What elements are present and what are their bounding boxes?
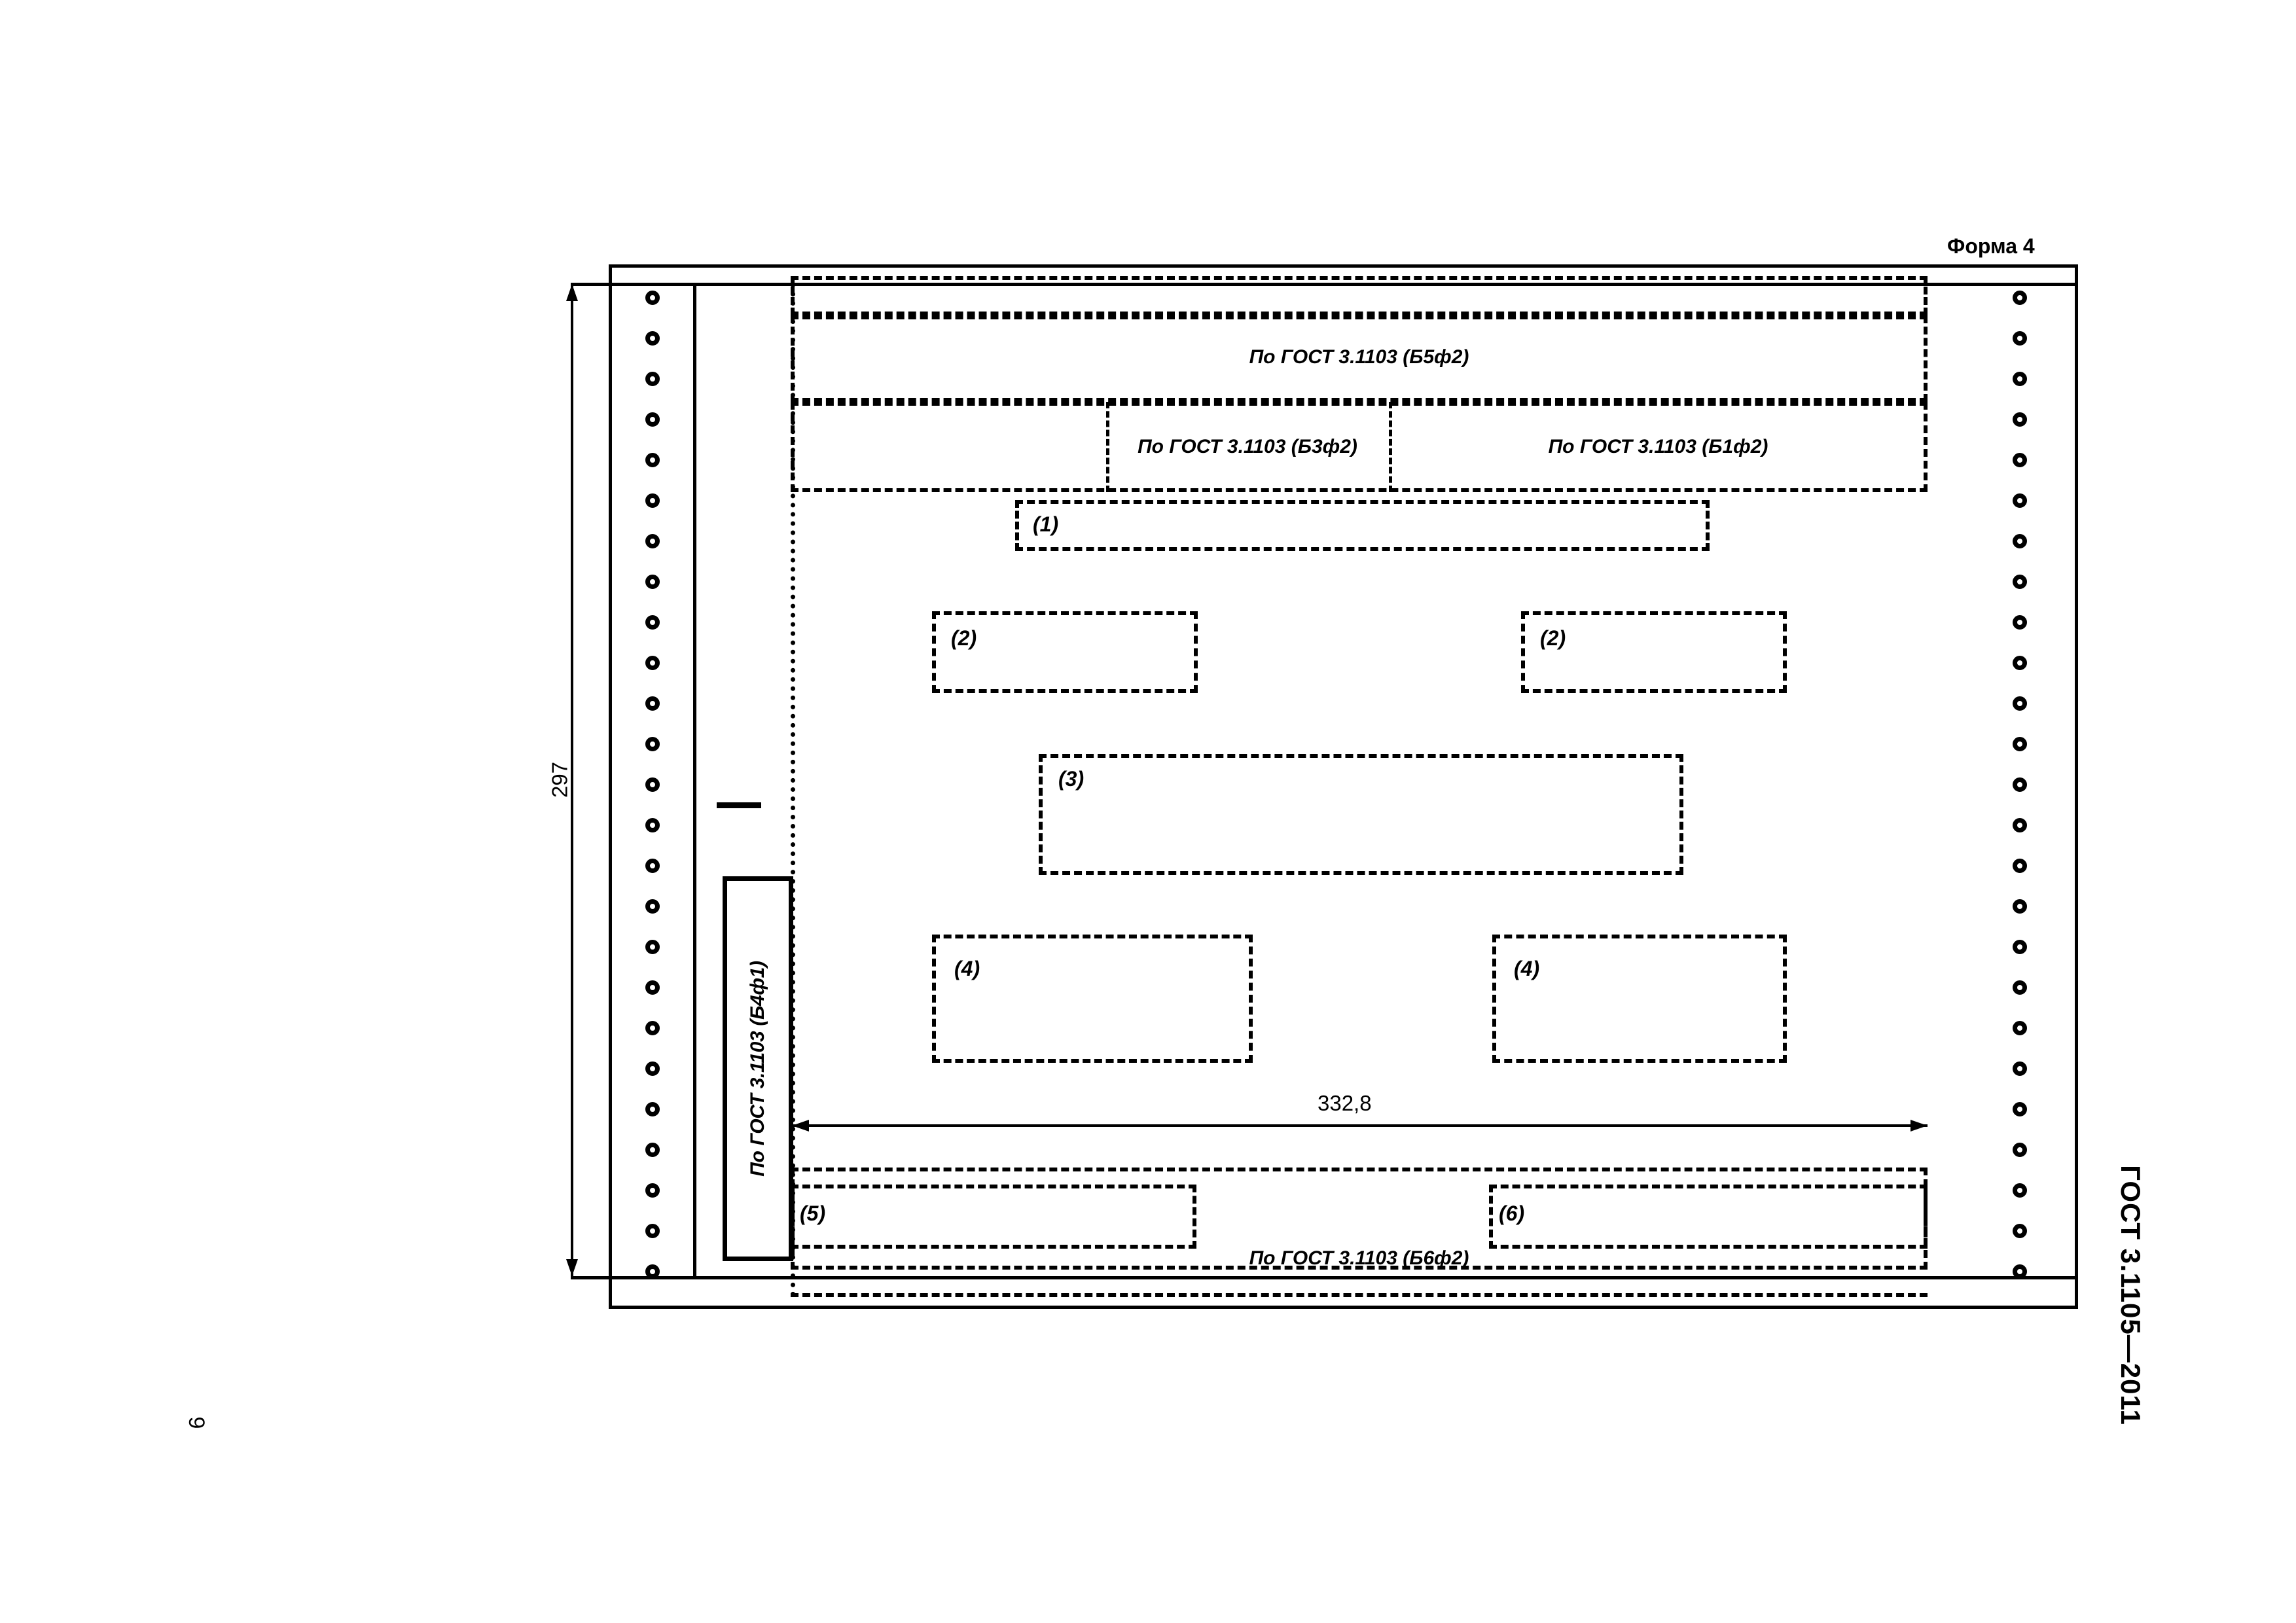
- outer-frame-bottom: [609, 1306, 2078, 1309]
- block-row-b3f2-b1f2: [791, 402, 1928, 492]
- field-1-label: (1): [1033, 512, 1059, 536]
- outer-frame-top: [609, 264, 2078, 268]
- block-b3f2-label: По ГОСТ 3.1103 (Б3ф2): [1138, 436, 1357, 457]
- form-title: Форма 4: [1947, 234, 2035, 258]
- block-b3f2-right-divider: [1389, 402, 1392, 492]
- field-6-box[interactable]: [1489, 1185, 1928, 1249]
- block-b4f1[interactable]: [723, 876, 793, 1261]
- block-b6f2-bottom-rule: [791, 1293, 1928, 1297]
- field-5-label: (5): [800, 1202, 826, 1225]
- field-4a-box[interactable]: [932, 935, 1253, 1063]
- field-5-box[interactable]: [791, 1185, 1196, 1249]
- center-tick-mark: [717, 802, 761, 808]
- dimension-297-line: [571, 283, 573, 1276]
- block-b3f2-left-divider: [1106, 402, 1109, 492]
- dimension-297-arrow-top: [566, 284, 578, 301]
- field-4a-label: (4): [954, 957, 980, 980]
- sheet-top-rule: [571, 283, 2078, 286]
- field-6-label: (6): [1499, 1202, 1525, 1225]
- field-3-box[interactable]: [1039, 754, 1683, 875]
- feed-strip-divider: [693, 283, 696, 1276]
- dimension-3328-text: 332,8: [1318, 1091, 1372, 1115]
- field-3-label: (3): [1058, 767, 1085, 791]
- field-2b-box[interactable]: [1521, 611, 1787, 693]
- outer-frame-right: [2075, 264, 2078, 1309]
- standard-designation: ГОСТ 3.1105—2011: [2115, 1165, 2146, 1425]
- dimension-297-arrow-bottom: [566, 1259, 578, 1276]
- dimension-3328-arrow-right: [1910, 1120, 1928, 1132]
- dimension-297-text: 297: [547, 761, 572, 798]
- field-2b-label: (2): [1540, 626, 1566, 650]
- block-b6f2-label: По ГОСТ 3.1103 (Б6ф2): [1249, 1247, 1469, 1269]
- block-b5f2[interactable]: [791, 315, 1928, 402]
- page-number: 9: [184, 1416, 209, 1429]
- field-2a-label: (2): [951, 626, 977, 650]
- outer-frame-left: [609, 264, 612, 1309]
- page-left-dotted-rule: [791, 283, 795, 1297]
- field-4b-box[interactable]: [1492, 935, 1787, 1063]
- block-b4f1-label: По ГОСТ 3.1103 (Б4ф1): [747, 961, 768, 1177]
- dimension-3328-line: [791, 1124, 1928, 1127]
- sheet-bottom-rule: [571, 1276, 2078, 1279]
- block-b1f2-label: По ГОСТ 3.1103 (Б1ф2): [1548, 436, 1768, 457]
- dimension-3328-arrow-left: [792, 1120, 809, 1132]
- field-4b-label: (4): [1514, 957, 1540, 980]
- block-b5f2-outer-strip: [791, 276, 1928, 315]
- block-b5f2-label: По ГОСТ 3.1103 (Б5ф2): [1249, 346, 1469, 368]
- field-1-box[interactable]: [1015, 500, 1710, 551]
- field-2a-box[interactable]: [932, 611, 1198, 693]
